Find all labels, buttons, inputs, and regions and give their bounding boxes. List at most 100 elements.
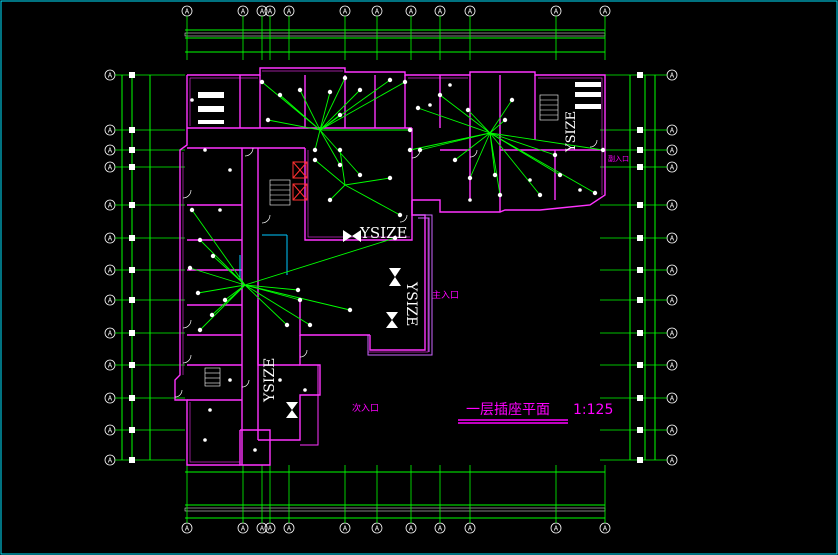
wiring-ray-1-4 bbox=[489, 99, 513, 134]
wiring-ray-2-12 bbox=[244, 284, 288, 326]
socket-12 bbox=[357, 172, 363, 178]
grid-bubble-bottom-12-label: A bbox=[603, 525, 608, 533]
grid-bubble-top-7: A bbox=[371, 5, 383, 17]
wiring-ray-2-4 bbox=[197, 284, 246, 294]
socket-11 bbox=[337, 162, 343, 168]
grid-bubble-bottom-8: A bbox=[405, 522, 417, 534]
grid-bubble-top-5-label: A bbox=[287, 8, 292, 16]
grid-bubble-right-2: A bbox=[666, 124, 678, 136]
grid-bubble-right-13: A bbox=[666, 454, 678, 466]
grid-bubble-right-11-label: A bbox=[670, 395, 675, 403]
dimension-mark-left-3 bbox=[129, 147, 135, 153]
dimension-mark-left-11 bbox=[129, 395, 135, 401]
socket-14 bbox=[415, 105, 421, 111]
grid-bubble-top-10: A bbox=[464, 5, 476, 17]
socket-0 bbox=[259, 79, 265, 85]
svg-text:YSIZE: YSIZE bbox=[403, 281, 419, 326]
socket-38 bbox=[392, 235, 398, 241]
grid-bubble-right-7-label: A bbox=[670, 267, 675, 275]
door-swings bbox=[174, 139, 598, 398]
socket-17 bbox=[502, 117, 508, 123]
dimension-mark-right-6 bbox=[637, 235, 643, 241]
door-arc-5 bbox=[589, 139, 598, 148]
wiring-ray-2-9 bbox=[244, 284, 351, 311]
wiring-ray-0-5 bbox=[319, 77, 346, 131]
socket-37 bbox=[222, 297, 228, 303]
wiring-ray-2-6 bbox=[211, 284, 246, 316]
socket-30 bbox=[189, 207, 195, 213]
wiring-ray-3-0 bbox=[314, 159, 346, 186]
svg-text:YSIZE: YSIZE bbox=[564, 111, 579, 153]
top-dimension-chain bbox=[184, 29, 606, 53]
grid-bubble-left-11-label: A bbox=[108, 395, 113, 403]
grid-bubble-left-9-label: A bbox=[108, 330, 113, 338]
secondary-entrance-label: 次入口 bbox=[352, 402, 379, 414]
grid-bubble-left-13: A bbox=[104, 454, 116, 466]
grid-bubble-top-4: A bbox=[264, 5, 276, 17]
grid-bubble-top-6-label: A bbox=[343, 8, 348, 16]
dimension-mark-right-11 bbox=[637, 395, 643, 401]
grid-bubble-top-9-label: A bbox=[438, 8, 443, 16]
socket-58 bbox=[303, 388, 307, 392]
grid-bubble-bottom-11-label: A bbox=[554, 525, 559, 533]
socket-50 bbox=[203, 148, 207, 152]
grid-bubble-left-8: A bbox=[104, 294, 116, 306]
dimension-mark-left-6 bbox=[129, 235, 135, 241]
grid-bubble-bottom-2: A bbox=[237, 522, 249, 534]
grid-bubble-top-12-label: A bbox=[603, 8, 608, 16]
wiring-ray-2-10 bbox=[244, 284, 301, 301]
socket-63 bbox=[468, 198, 472, 202]
grid-bubble-top-11: A bbox=[550, 5, 562, 17]
wiring-ray-0-9 bbox=[319, 114, 341, 131]
grid-bubble-right-11: A bbox=[666, 392, 678, 404]
wiring-ray-2-8 bbox=[244, 237, 396, 286]
grid-bubble-left-4-label: A bbox=[108, 164, 113, 172]
wiring-ray-2-0 bbox=[191, 209, 246, 286]
wiring-ray-0-8 bbox=[319, 81, 406, 131]
socket-24 bbox=[537, 192, 543, 198]
grid-bubble-right-1: A bbox=[666, 69, 678, 81]
ysize-symbol-2: YSIZE bbox=[403, 281, 419, 326]
socket-6 bbox=[357, 87, 363, 93]
grid-bubble-bottom-7: A bbox=[371, 522, 383, 534]
socket-35 bbox=[197, 327, 203, 333]
socket-2 bbox=[277, 92, 283, 98]
wiring-ray-1-0 bbox=[417, 107, 491, 134]
grid-bubble-top-4-label: A bbox=[268, 8, 273, 16]
grid-bubble-top-1: A bbox=[181, 5, 193, 17]
socket-wiring bbox=[189, 77, 604, 331]
door-arc-0 bbox=[244, 147, 254, 157]
socket-18 bbox=[509, 97, 515, 103]
grid-bubble-bottom-5: A bbox=[283, 522, 295, 534]
wiring-ray-1-1 bbox=[439, 94, 491, 134]
grid-bubble-bottom-10-label: A bbox=[468, 525, 473, 533]
socket-23 bbox=[497, 192, 503, 198]
grid-bubble-top-7-label: A bbox=[375, 8, 380, 16]
grid-bubble-right-12: A bbox=[666, 424, 678, 436]
door-arc-2 bbox=[411, 149, 421, 159]
wiring-ray-1-15 bbox=[409, 132, 491, 151]
secondary-entrance-canopy bbox=[300, 364, 319, 446]
socket-symbols bbox=[187, 75, 606, 452]
grid-bubble-top-3-label: A bbox=[260, 8, 265, 16]
dimension-mark-left-7 bbox=[129, 267, 135, 273]
drawing-title: 一层插座平面 bbox=[466, 402, 550, 418]
grid-bubble-bottom-3: A bbox=[256, 522, 268, 534]
socket-47 bbox=[327, 197, 333, 203]
grid-bubble-right-8: A bbox=[666, 294, 678, 306]
grid-bubble-left-1-label: A bbox=[108, 72, 113, 80]
grid-bubble-bottom-7-label: A bbox=[375, 525, 380, 533]
grid-bubble-left-9: A bbox=[104, 327, 116, 339]
ysize-symbol-1: YSIZE bbox=[359, 224, 407, 242]
grid-bubble-bottom-1-label: A bbox=[185, 525, 190, 533]
grid-bubble-right-10-label: A bbox=[670, 362, 675, 370]
dimension-mark-right-2 bbox=[637, 127, 643, 133]
socket-26 bbox=[592, 190, 598, 196]
grid-bubble-right-2-label: A bbox=[670, 127, 675, 135]
dimension-mark-left-8 bbox=[129, 297, 135, 303]
grid-bubble-top-8-label: A bbox=[409, 8, 414, 16]
grid-bubble-left-6: A bbox=[104, 232, 116, 244]
door-arc-8 bbox=[182, 354, 192, 364]
wiring-ray-0-4 bbox=[319, 91, 331, 131]
